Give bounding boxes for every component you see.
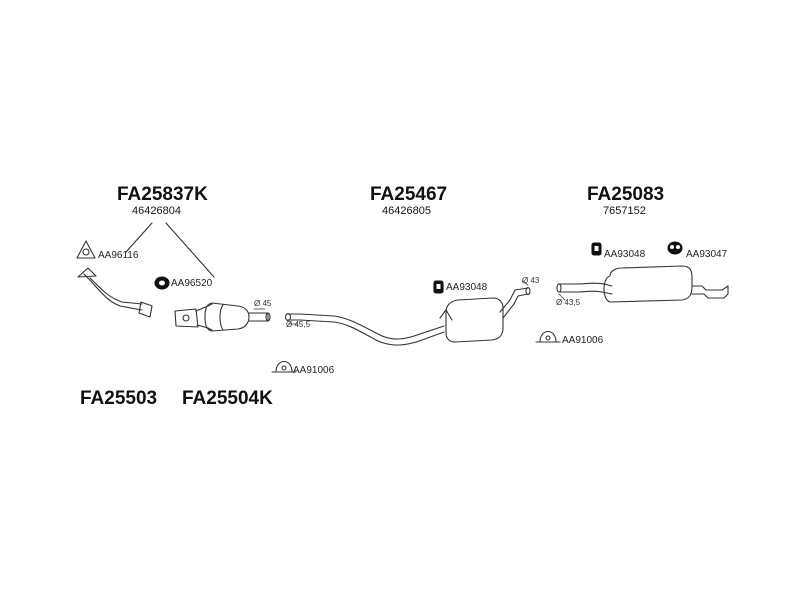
clamp-icon xyxy=(535,330,561,343)
dimension-label-43-5: Ø 43,5 xyxy=(556,298,581,307)
dimension-label-45: Ø 45 xyxy=(254,299,272,308)
part-label-mount-mid: AA93048 xyxy=(446,282,488,293)
bottom-code-right: FA25504K xyxy=(182,388,273,409)
front-pipe-icon xyxy=(77,267,153,318)
front-group-code: FA25837K xyxy=(117,184,208,205)
part-label-gasket: AA96116 xyxy=(98,250,139,261)
dimension-markers xyxy=(253,280,566,325)
dimension-label-45-5: Ø 45,5 xyxy=(286,320,311,329)
middle-group-code: FA25467 xyxy=(370,184,448,205)
part-label-mount-rear-1: AA93048 xyxy=(604,249,646,260)
clamp-icon xyxy=(271,360,297,373)
part-label-clamp-left: AA91006 xyxy=(293,365,335,376)
middle-group-oem: 46426805 xyxy=(382,205,431,217)
rubber-mount-icon xyxy=(667,241,683,255)
rear-muffler-icon xyxy=(556,265,729,303)
part-label-clamp-right: AA91006 xyxy=(562,335,604,346)
front-group-oem: 46426804 xyxy=(132,205,181,217)
ring-gasket-icon xyxy=(154,276,170,290)
rubber-mount-icon xyxy=(433,280,444,294)
catalytic-converter-icon xyxy=(174,302,271,332)
bottom-code-left: FA25503 xyxy=(80,388,158,409)
flange-gasket-icon xyxy=(76,240,96,259)
rubber-mount-icon xyxy=(591,242,602,256)
dimension-label-43: Ø 43 xyxy=(522,276,540,285)
rear-group-oem: 7657152 xyxy=(603,205,646,217)
leader-lines xyxy=(125,222,215,278)
part-label-ring-gasket: AA96520 xyxy=(171,278,213,289)
part-label-mount-rear-2: AA93047 xyxy=(686,249,728,260)
middle-silencer-icon xyxy=(284,286,531,346)
rear-group-code: FA25083 xyxy=(587,184,665,205)
